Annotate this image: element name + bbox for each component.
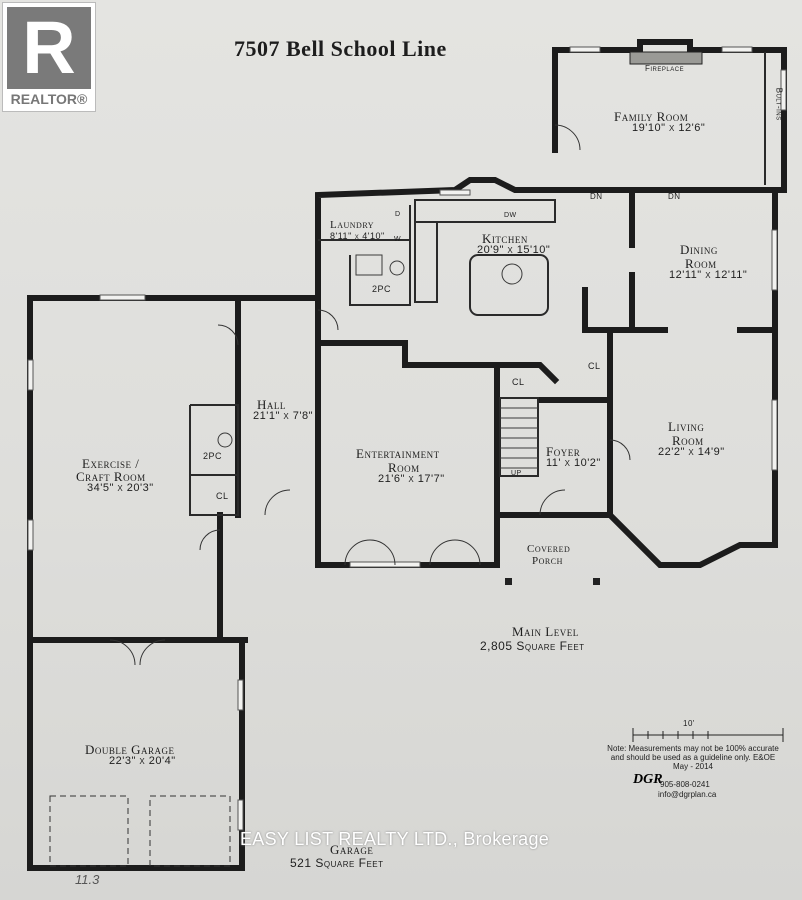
garage-total-label: Garage [330, 842, 374, 857]
foyer-name: Foyer [546, 444, 581, 459]
dn-label-1: DN [590, 192, 603, 201]
dn-label-2: DN [668, 192, 681, 201]
laundry-toilet [389, 260, 405, 276]
entertainment-room-name2: Room [388, 460, 420, 475]
hall-closet-label: CL [216, 491, 229, 501]
stair-up-label: UP [511, 470, 522, 477]
window [237, 679, 244, 711]
window [771, 229, 778, 291]
window [99, 294, 146, 301]
kitchen-dim: 20'9" x 15'10" [477, 244, 551, 256]
fireplace-hearth [629, 51, 703, 65]
family-room-name: Family Room [614, 109, 689, 124]
hall-dim: 21'1" x 7'8" [253, 410, 314, 422]
dining-room-dim: 12'11" x 12'11" [669, 269, 748, 281]
measurement-note: Note: Measurements may not be 100% accur… [603, 744, 783, 771]
living-room-dim: 22'2" x 14'9" [658, 446, 725, 458]
hall-name: Hall [257, 397, 286, 412]
foyer-closet-label: CL [588, 361, 601, 371]
scale-label: 10' [683, 719, 695, 728]
note-line-1: Note: Measurements may not be 100% accur… [607, 744, 779, 753]
laundry-dim: 8'11" x 4'10" [330, 231, 385, 241]
staircase [499, 397, 539, 477]
email-address: info@dgrplan.ca [658, 790, 717, 799]
entertainment-room-name: Entertainment [356, 446, 440, 461]
window [349, 561, 421, 568]
window [237, 799, 244, 831]
brokerage-watermark: EASY LIST REALTY LTD., Brokerage [240, 829, 550, 849]
laundry-name: Laundry [330, 219, 375, 231]
stair-closet-label: CL [512, 377, 525, 387]
hall-bath-walls [189, 404, 239, 516]
plan-title: 7507 Bell School Line [234, 36, 447, 61]
porch-name: Covered [527, 543, 571, 555]
kitchen-side-counter [414, 221, 438, 303]
realtor-logo-letter: R [22, 6, 76, 89]
phone-number: 905-808-0241 [660, 780, 710, 789]
window [780, 69, 787, 111]
cooktop [501, 263, 523, 285]
doors [109, 124, 631, 666]
east-wall [605, 187, 787, 568]
kitchen-island [469, 254, 549, 316]
toilet [217, 432, 233, 448]
main-level-area: 2,805 Square Feet [480, 639, 585, 653]
fireplace-label: Fireplace [645, 64, 685, 73]
hall-2pc-label: 2PC [203, 451, 223, 461]
kitchen-top-wall [315, 177, 558, 308]
garage-total-area: 521 Square Feet [290, 856, 384, 870]
foyer-dim: 11' x 10'2" [546, 457, 601, 469]
laundry-2pc-label: 2PC [372, 284, 392, 294]
garage-dim: 22'3" x 20'4" [109, 755, 176, 767]
garage-door-right [149, 795, 231, 867]
porch-post [505, 578, 512, 585]
realtor-logo-word: REALTOR [10, 91, 78, 107]
entertainment-walls [315, 287, 613, 568]
garage-name: Double Garage [85, 742, 175, 757]
note-line-2: and should be used as a guideline only. … [610, 753, 776, 762]
windows [27, 46, 787, 831]
window [27, 359, 34, 391]
kitchen-counter [414, 199, 556, 223]
dining-room-name2: Room [685, 256, 717, 271]
window [439, 189, 471, 196]
entertainment-top [315, 340, 560, 385]
hall-top-wall [27, 295, 321, 871]
dryer-label: D [395, 211, 401, 218]
realtor-logo-mark: ® [77, 91, 88, 107]
entertainment-room-dim: 21'6" x 17'7" [378, 473, 445, 485]
porch-name2: Porch [532, 555, 563, 567]
handwritten-note: 11.3 [75, 872, 100, 887]
main-level-label: Main Level [512, 624, 579, 639]
scale-bar [632, 728, 784, 742]
dgr-logo: DGR [633, 772, 663, 787]
realtor-logo: R REALTOR® [2, 2, 96, 112]
window [569, 46, 601, 53]
dishwasher-label: DW [504, 212, 517, 219]
garage-door-left [49, 795, 129, 867]
laundry-sink [355, 254, 383, 276]
living-room-name: Living [668, 419, 705, 434]
porch-post [593, 578, 600, 585]
window [771, 399, 778, 471]
laundry-walls [318, 239, 411, 306]
exercise-room-name2: Craft Room [76, 469, 146, 484]
built-ins-label: Bult-ins [774, 87, 784, 121]
window [27, 519, 34, 551]
kitchen-name: Kitchen [482, 231, 528, 246]
exercise-room-dim: 34'5" x 20'3" [87, 482, 154, 494]
exercise-room-name: Exercise / [82, 456, 140, 471]
window [721, 46, 753, 53]
living-room-name2: Room [672, 433, 704, 448]
washer-label: W [394, 236, 402, 243]
note-line-3: May - 2014 [672, 762, 714, 771]
walls [27, 39, 787, 871]
family-room-dim: 19'10" x 12'6" [632, 122, 706, 134]
dining-room-name: Dining [680, 242, 718, 257]
